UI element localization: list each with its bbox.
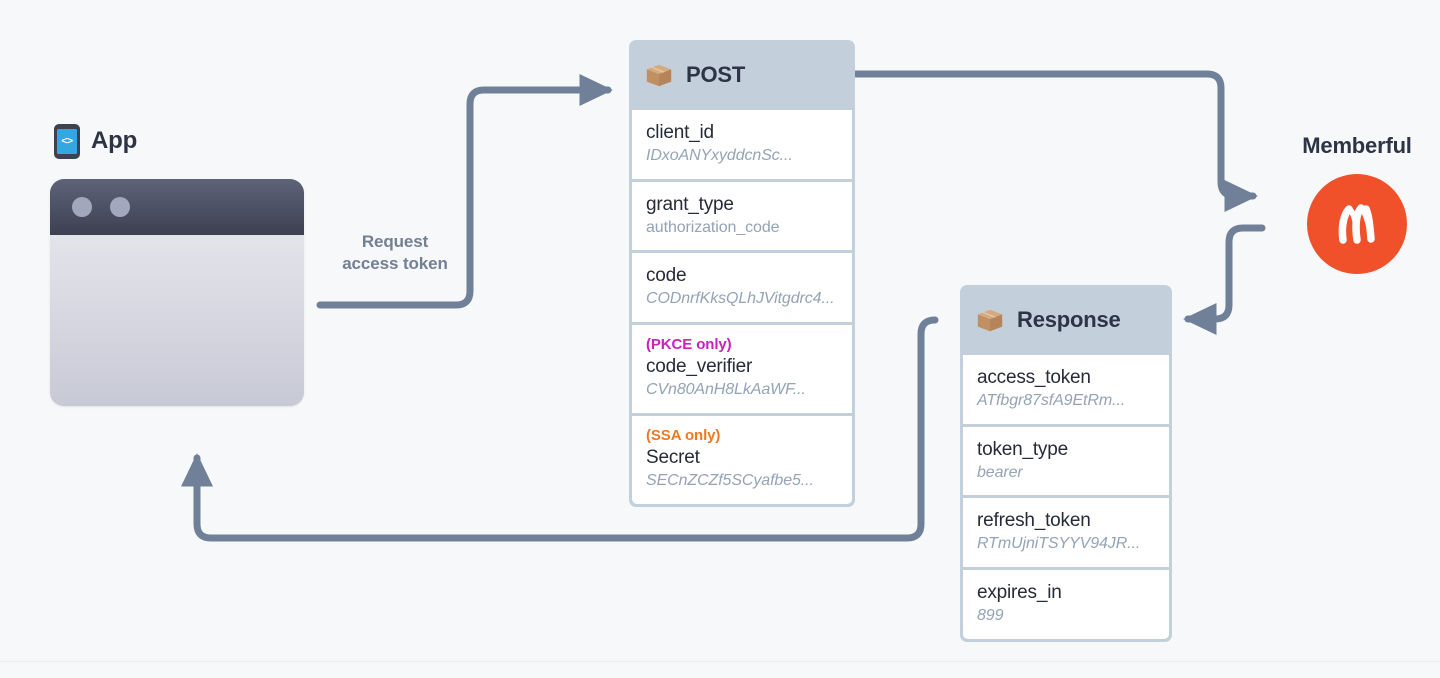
mobile-code-icon: <> <box>54 123 80 159</box>
post-card: POST client_id IDxoANYxyddcnSc... grant_… <box>629 40 855 507</box>
package-icon <box>977 309 1003 332</box>
app-node: <> App <box>50 120 320 406</box>
window-dot-1 <box>72 197 92 217</box>
wire-post-to-memberful <box>852 70 1258 213</box>
mobile-code-icon-glyph: <> <box>57 128 77 154</box>
response-card-rows: access_token ATfbgr87sfA9EtRm... token_t… <box>960 355 1172 642</box>
request-label-line-2: access token <box>342 254 448 274</box>
post-row-1: grant_type authorization_code <box>632 181 852 254</box>
response-row-3-value: 899 <box>977 607 1004 625</box>
post-row-1-value: authorization_code <box>646 218 780 236</box>
package-icon <box>646 64 672 87</box>
post-row-0-value: IDxoANYxyddcnSc... <box>646 147 793 165</box>
response-row-0-value: ATfbgr87sfA9EtRm... <box>977 392 1126 410</box>
response-row-1-key: token_type <box>977 438 1068 460</box>
memberful-label: Memberful <box>1302 133 1412 158</box>
post-row-3-value: CVn80AnH8LkAaWF... <box>646 381 806 399</box>
post-card-rows: client_id IDxoANYxyddcnSc... grant_type … <box>629 110 855 507</box>
response-row-0: access_token ATfbgr87sfA9EtRm... <box>963 355 1169 427</box>
response-card-title: Response <box>1017 307 1121 332</box>
request-label-line-1: Request <box>361 232 429 251</box>
post-row-4-tag: (SSA only) <box>646 426 721 444</box>
app-label: App <box>91 127 138 154</box>
post-card-title: POST <box>686 62 746 87</box>
memberful-m-mark <box>1338 204 1375 244</box>
post-row-3: (PKCE only) code_verifier CVn80AnH8LkAaW… <box>632 325 852 416</box>
response-row-2: refresh_token RTmUjniTSYYV94JR... <box>963 498 1169 571</box>
bottom-divider <box>0 661 1440 662</box>
post-card-header: POST <box>629 40 855 110</box>
response-row-2-value: RTmUjniTSYYV94JR... <box>977 535 1141 553</box>
response-row-3-key: expires_in <box>977 582 1062 604</box>
browser-titlebar <box>50 179 304 235</box>
post-row-0-key: client_id <box>646 122 714 143</box>
post-row-3-key: code_verifier <box>646 356 753 378</box>
response-card: Response access_token ATfbgr87sfA9EtRm..… <box>960 285 1172 642</box>
response-row-2-key: refresh_token <box>977 510 1091 532</box>
request-access-token-label: Request access token <box>320 231 470 276</box>
post-row-0: client_id IDxoANYxyddcnSc... <box>632 110 852 182</box>
app-browser-window <box>50 179 304 406</box>
wire-memberful-to-response <box>1183 224 1266 336</box>
post-row-1-key: grant_type <box>646 193 734 215</box>
memberful-m-logo <box>1307 174 1407 274</box>
memberful-node: Memberful <box>1272 133 1440 274</box>
response-card-header: Response <box>960 285 1172 355</box>
response-row-1: token_type bearer <box>963 426 1169 499</box>
post-row-2-key: code <box>646 265 687 287</box>
app-header: <> App <box>54 120 320 162</box>
post-row-2: code CODnrfKksQLhJVitgdrc4... <box>632 253 852 326</box>
post-row-2-value: CODnrfKksQLhJVitgdrc4... <box>646 290 835 308</box>
post-row-3-tag: (PKCE only) <box>646 336 732 354</box>
browser-viewport <box>50 235 304 406</box>
post-row-4-key: Secret <box>646 447 700 469</box>
response-row-3: expires_in 899 <box>963 570 1169 639</box>
post-row-4: (SSA only) Secret SECnZCZf5SCyafbe5... <box>632 415 852 504</box>
post-row-4-value: SECnZCZf5SCyafbe5... <box>646 472 814 490</box>
response-row-0-key: access_token <box>977 367 1091 388</box>
window-dot-2 <box>110 197 130 217</box>
response-row-1-value: bearer <box>977 463 1023 481</box>
